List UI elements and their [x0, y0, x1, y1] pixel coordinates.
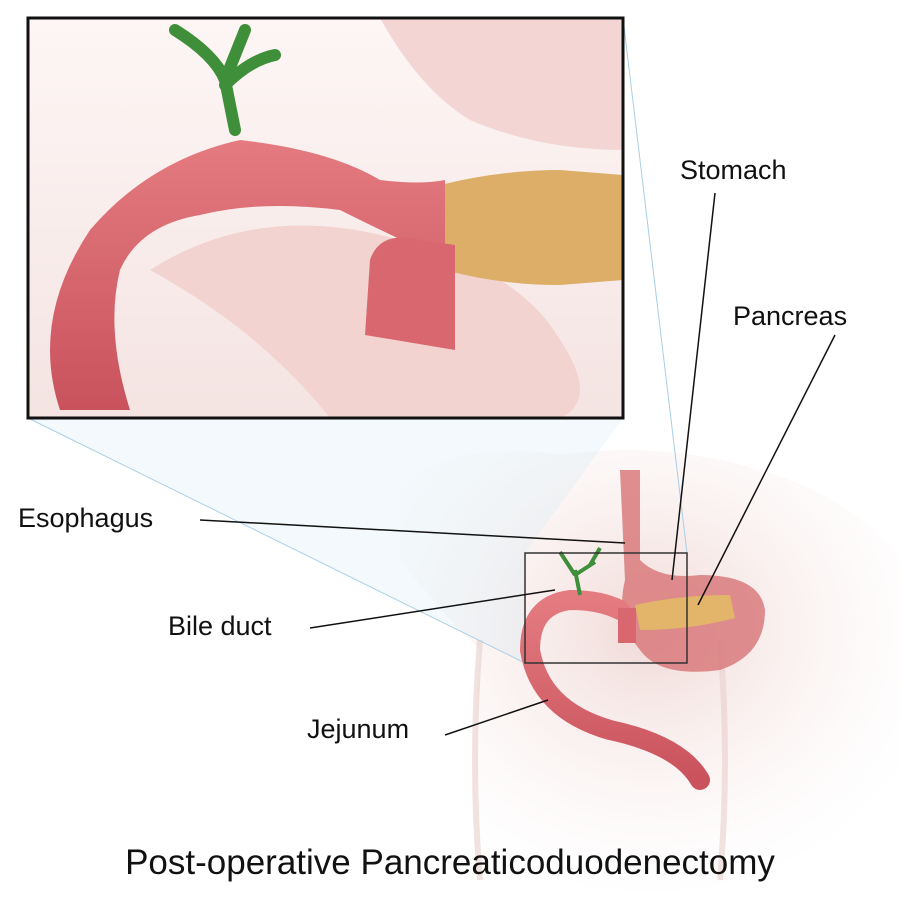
label-bile-duct: Bile duct [168, 611, 272, 641]
label-stomach: Stomach [680, 155, 787, 185]
zoom-projection [27, 17, 688, 664]
jejunum-small [519, 589, 710, 790]
pancreas-inset [440, 170, 623, 285]
inset-view [26, 16, 625, 420]
bile-duct-small [558, 546, 602, 596]
duodenum-stump-small [618, 608, 636, 643]
label-pancreas: Pancreas [733, 301, 848, 331]
zoom-region-box [524, 552, 688, 664]
intestine-inset [50, 140, 445, 410]
duodenum-stump-inset [365, 237, 455, 350]
pancreas-small [635, 595, 735, 630]
figure-title: Post-operative Pancreaticoduodenectomy [125, 843, 775, 882]
label-esophagus: Esophagus [18, 503, 154, 533]
leader-lines [199, 192, 836, 736]
bile-duct-inset [169, 24, 281, 136]
label-jejunum: Jejunum [307, 714, 410, 744]
